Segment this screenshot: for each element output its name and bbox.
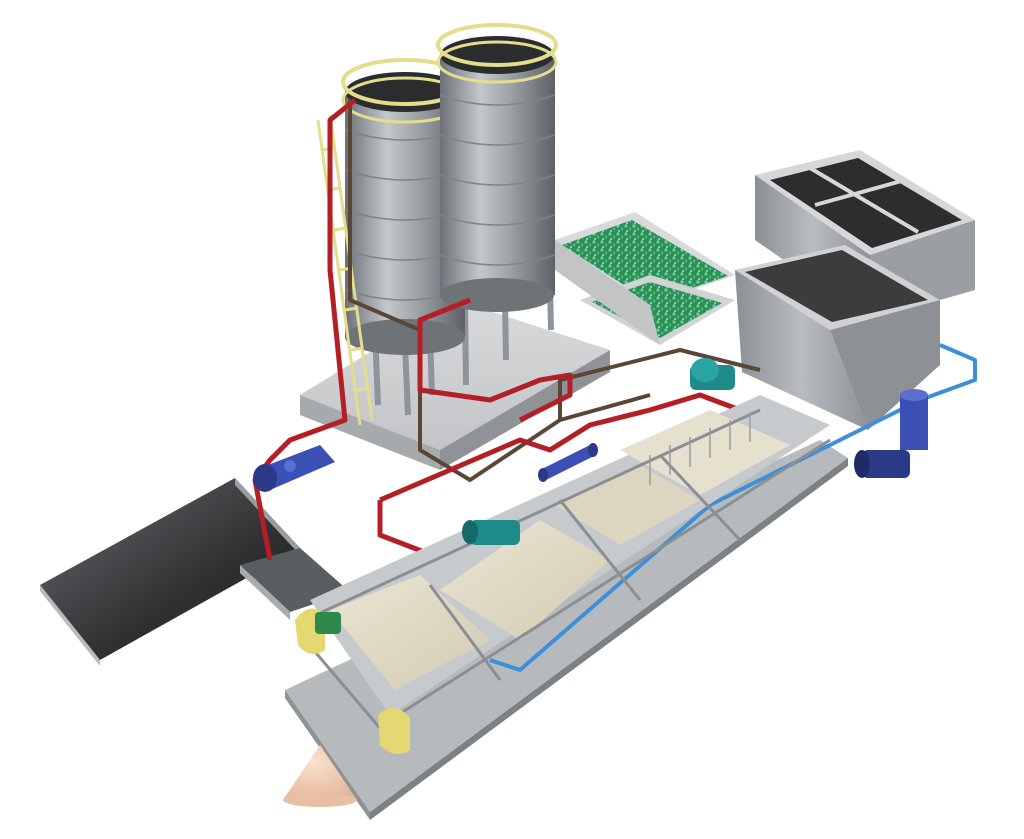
conditioning-mixer xyxy=(690,358,735,390)
press-belt-3 xyxy=(555,465,700,545)
press-belt-2 xyxy=(440,520,610,640)
cake-pile xyxy=(283,745,357,807)
polymer-dosing-unit xyxy=(538,443,598,482)
silo-2-handrail xyxy=(436,23,558,67)
press-belt-1 xyxy=(330,575,490,690)
press-base-plate xyxy=(285,440,848,820)
green-media-tank xyxy=(555,212,735,345)
silo-2 xyxy=(436,23,558,312)
belt-filter-press xyxy=(295,395,831,754)
press-drive-motor xyxy=(315,612,341,634)
feed-pump xyxy=(253,445,335,492)
flocculation-mixer xyxy=(462,520,520,545)
wash-water-pump xyxy=(854,389,928,478)
press-belt-4 xyxy=(620,410,790,495)
drain-pipe xyxy=(348,100,761,482)
water-tank xyxy=(735,150,975,430)
